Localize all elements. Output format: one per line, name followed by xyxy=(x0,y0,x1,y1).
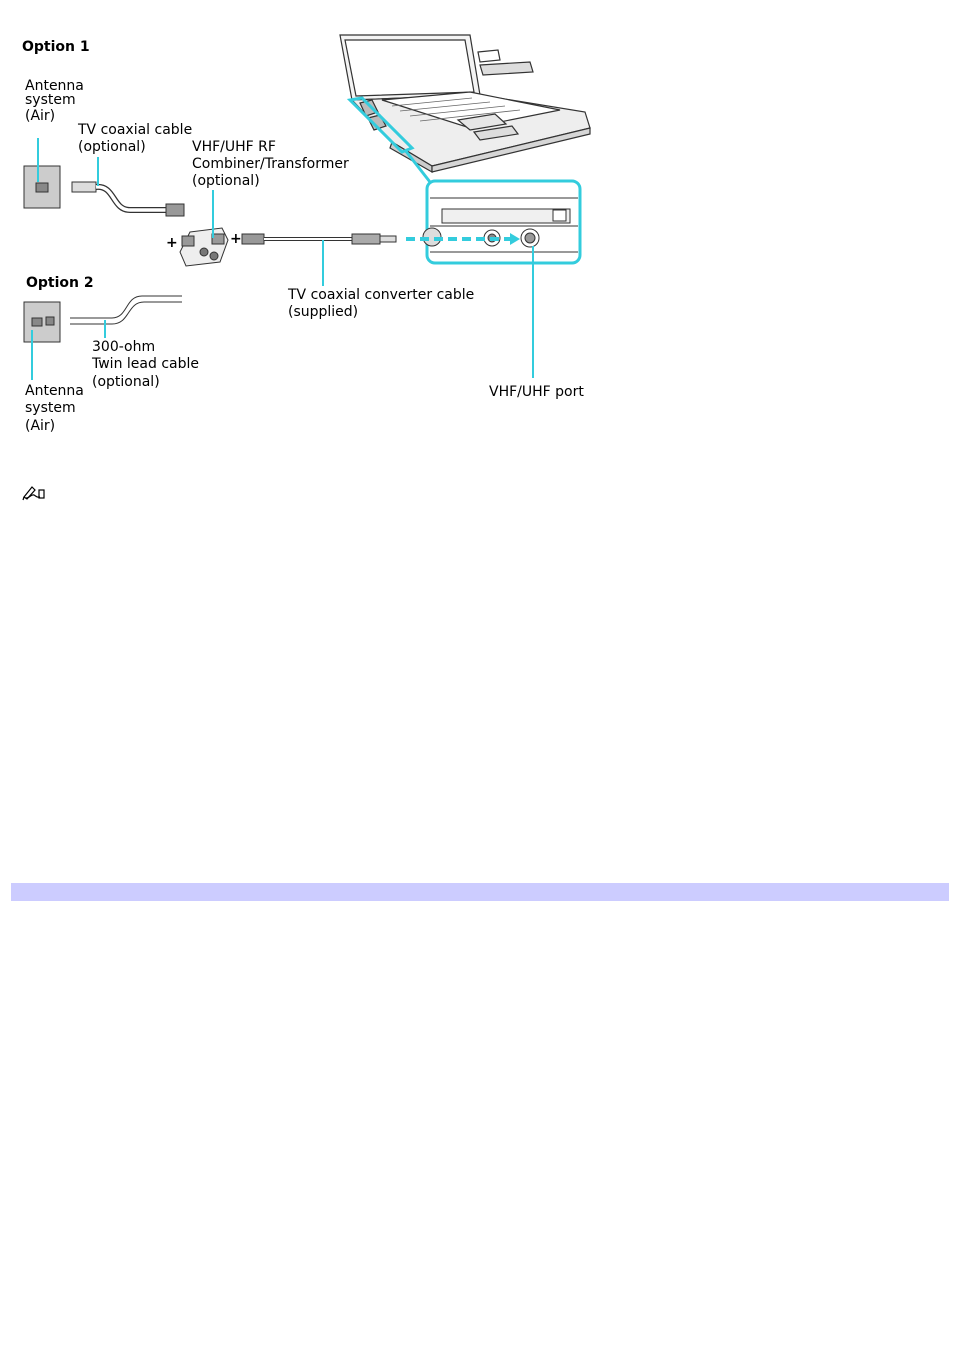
pencil-note-icon xyxy=(22,481,46,501)
tv-coaxial-cable xyxy=(72,182,184,216)
option1-antenna-label-line3: (Air) xyxy=(25,108,55,125)
tv-cable-label-line1: TV coaxial cable xyxy=(78,122,192,139)
option1-heading: Option 1 xyxy=(22,39,90,56)
wall-antenna-plate-1 xyxy=(24,166,60,208)
option2-antenna-label-line1: Antenna xyxy=(25,383,84,400)
wall-antenna-plate-2 xyxy=(24,302,60,342)
twin-lead-label-line3: (optional) xyxy=(92,374,160,391)
combiner-label-line3: (optional) xyxy=(192,173,260,190)
option1-antenna-label-line2: system xyxy=(25,92,76,109)
twin-lead-cable xyxy=(70,296,182,324)
converter-label-line2: (supplied) xyxy=(288,304,358,321)
section-divider-bar xyxy=(11,883,949,901)
twin-lead-label-line1: 300-ohm xyxy=(92,339,155,356)
converter-label-line1: TV coaxial converter cable xyxy=(288,287,474,304)
option2-heading: Option 2 xyxy=(26,275,94,292)
plus-sign-left: + xyxy=(166,236,178,250)
rf-combiner xyxy=(180,228,228,266)
twin-lead-label-line2: Twin lead cable xyxy=(92,356,199,373)
vhf-uhf-port-label: VHF/UHF port xyxy=(489,384,584,401)
combiner-label-line1: VHF/UHF RF xyxy=(192,139,276,156)
plus-sign-right: + xyxy=(230,232,242,246)
converter-cable xyxy=(242,234,396,244)
combiner-label-line2: Combiner/Transformer xyxy=(192,156,349,173)
option2-antenna-label-line3: (Air) xyxy=(25,418,55,435)
laptop-illustration xyxy=(340,35,590,172)
option2-antenna-label-line2: system xyxy=(25,400,76,417)
connection-diagram xyxy=(0,0,954,470)
tv-cable-label-line2: (optional) xyxy=(78,139,146,156)
